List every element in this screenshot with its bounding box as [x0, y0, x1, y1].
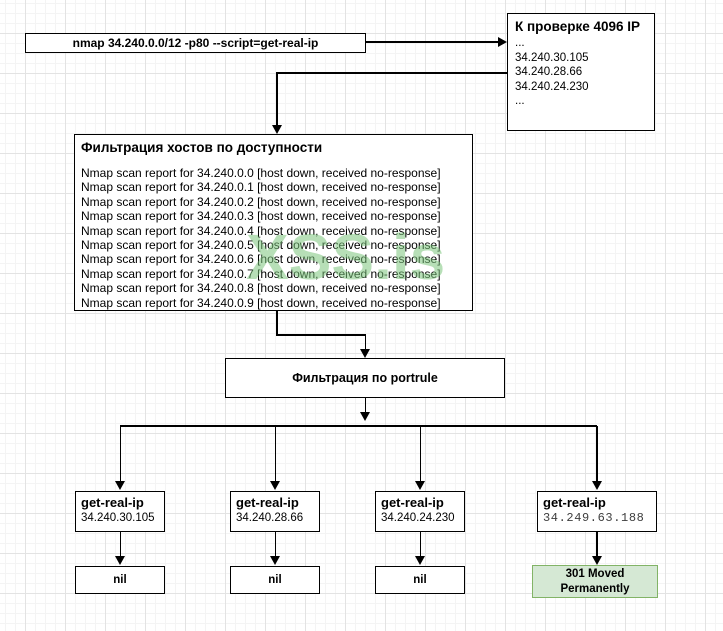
nmap-report-line: Nmap scan report for 34.240.0.0 [host do… [81, 166, 441, 180]
connector-filter-to-portrule-v2 [364, 334, 366, 350]
nmap-report-list: Nmap scan report for 34.240.0.0 [host do… [81, 166, 466, 310]
fanout-distributor-line [120, 425, 597, 427]
script-name-label: get-real-ip [236, 495, 299, 510]
portrule-filter-label: Фильтрация по portrule [292, 371, 438, 385]
arrowhead-down [591, 556, 602, 565]
target-ip: 34.240.24.230 [381, 512, 455, 524]
get-real-ip-box-2: get-real-ip 34.240.28.66 [230, 491, 320, 532]
result-text: nil [268, 574, 282, 586]
get-real-ip-box-1: get-real-ip 34.240.30.105 [75, 491, 165, 532]
get-real-ip-box-4: get-real-ip 34.249.63.188 [537, 491, 657, 532]
result-nil-box-3: nil [375, 566, 465, 594]
target-ip: 34.249.63.188 [543, 511, 645, 525]
connector-portrule-to-fanout-v [364, 398, 366, 412]
nmap-report-line: Nmap scan report for 34.240.0.4 [host do… [81, 223, 441, 238]
fanout-branch-4 [596, 426, 598, 482]
ip-checklist-item: ... [515, 37, 525, 49]
host-filter-title: Фильтрация хостов по доступности [81, 140, 323, 155]
arrowhead-right [498, 37, 507, 47]
nmap-report-line: Nmap scan report for 34.240.0.9 [host do… [81, 295, 441, 310]
nmap-report-line: Nmap scan report for 34.240.0.3 [host do… [81, 209, 441, 224]
ip-checklist-box: К проверке 4096 IP ... 34.240.30.105 34.24… [507, 13, 655, 131]
ip-checklist-item: ... [515, 95, 525, 108]
connector-nmap-to-checklist [366, 41, 498, 43]
portrule-filter-box: Фильтрация по portrule [225, 358, 505, 398]
nmap-command-text: nmap 34.240.0.0/12 -p80 --script=get-rea… [72, 36, 319, 50]
arrowhead-down [591, 481, 602, 490]
ip-checklist-title: К проверке 4096 IP [515, 19, 641, 34]
nmap-command-box: nmap 34.240.0.0/12 -p80 --script=get-rea… [25, 33, 366, 53]
connector-result-3 [419, 532, 421, 557]
result-text: 301 Moved Permanently [560, 568, 630, 595]
fanout-branch-3 [419, 426, 421, 482]
connector-checklist-to-filter-h [277, 72, 507, 74]
ip-checklist-item: 34.240.28.66 [515, 66, 583, 79]
arrowhead-down [415, 556, 425, 565]
arrowhead-down [415, 481, 425, 490]
host-filter-box: Фильтрация хостов по доступности Nmap sc… [74, 134, 473, 311]
target-ip: 34.240.28.66 [236, 512, 304, 524]
nmap-report-line: Nmap scan report for 34.240.0.5 [host do… [81, 238, 441, 253]
nmap-report-line: Nmap scan report for 34.240.0.1 [host do… [81, 180, 441, 195]
arrowhead-down [115, 556, 125, 565]
fanout-branch-2 [274, 426, 276, 482]
nmap-report-line: Nmap scan report for 34.240.0.7 [host do… [81, 266, 441, 281]
result-nil-box-2: nil [230, 566, 320, 594]
fanout-branch-1 [119, 426, 121, 482]
script-name-label: get-real-ip [381, 495, 444, 510]
ip-checklist-item: 34.240.30.105 [515, 51, 589, 64]
result-text: nil [413, 574, 427, 586]
arrowhead-down [272, 125, 282, 134]
nmap-report-line: Nmap scan report for 34.240.0.8 [host do… [81, 281, 441, 296]
result-success-box: 301 Moved Permanently [532, 565, 658, 598]
ip-checklist-item: 34.240.24.230 [515, 80, 589, 93]
script-name-label: get-real-ip [543, 495, 606, 510]
connector-result-1 [119, 532, 121, 557]
result-text: nil [113, 574, 127, 586]
nmap-report-line: Nmap scan report for 34.240.0.2 [host do… [81, 194, 441, 209]
target-ip: 34.240.30.105 [81, 512, 155, 524]
connector-checklist-to-filter-v [276, 72, 278, 125]
arrowhead-down [360, 412, 370, 421]
connector-result-2 [274, 532, 276, 557]
get-real-ip-box-3: get-real-ip 34.240.24.230 [375, 491, 465, 532]
arrowhead-down [270, 556, 280, 565]
result-nil-box-1: nil [75, 566, 165, 594]
arrowhead-down [360, 349, 370, 358]
connector-filter-to-portrule-h [276, 334, 366, 336]
connector-filter-to-portrule-v1 [276, 311, 278, 335]
script-name-label: get-real-ip [81, 495, 144, 510]
nmap-report-line: Nmap scan report for 34.240.0.6 [host do… [81, 252, 441, 267]
arrowhead-down [115, 481, 125, 490]
connector-result-4 [596, 532, 598, 557]
arrowhead-down [270, 481, 280, 490]
